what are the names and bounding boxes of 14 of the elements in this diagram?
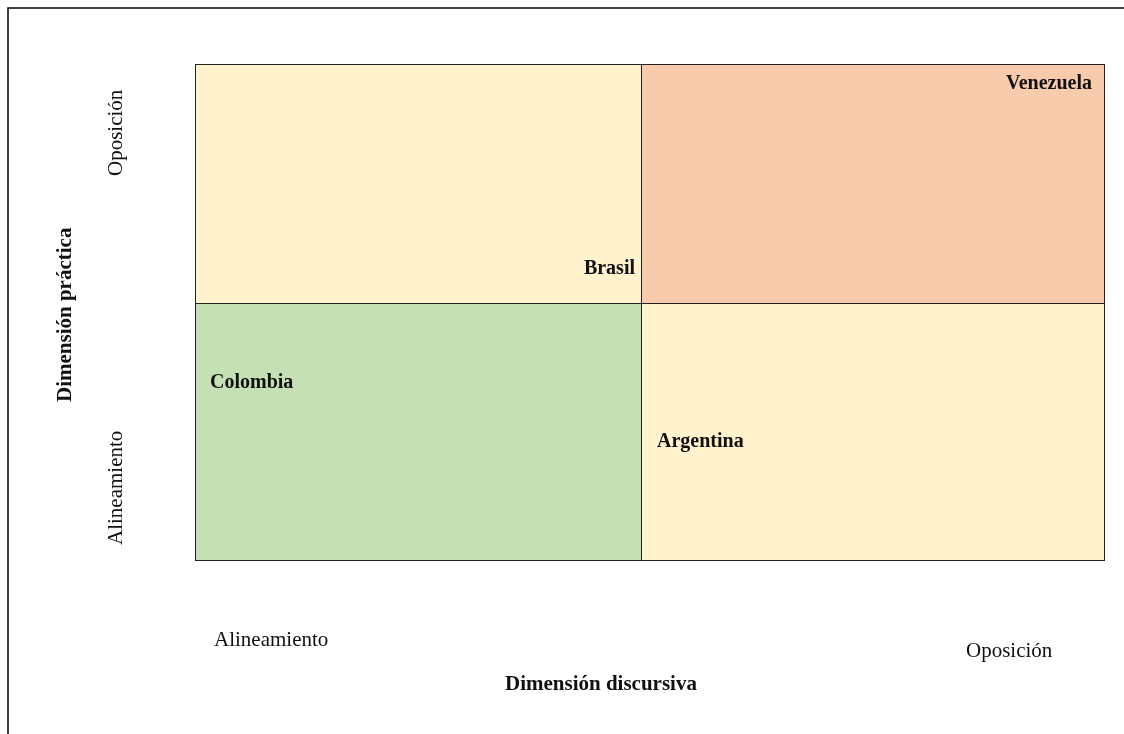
quadrant-box [195,64,642,304]
axis-title: Dimensión práctica [52,226,77,405]
quadrant-box [641,64,1105,304]
axis-title: Dimensión discursiva [505,671,697,696]
axis-value-label: Oposición [103,88,128,179]
country-label: Venezuela [1006,71,1092,94]
country-label: Colombia [210,370,294,393]
quadrant-box [641,303,1105,561]
axis-value-label: Alineamiento [214,627,329,652]
axis-value-label: Alineamiento [103,429,128,547]
country-label: Brasil [583,256,635,279]
quadrant-box [195,303,642,561]
country-label: Argentina [657,429,744,452]
axis-value-label: Oposición [966,638,1053,663]
